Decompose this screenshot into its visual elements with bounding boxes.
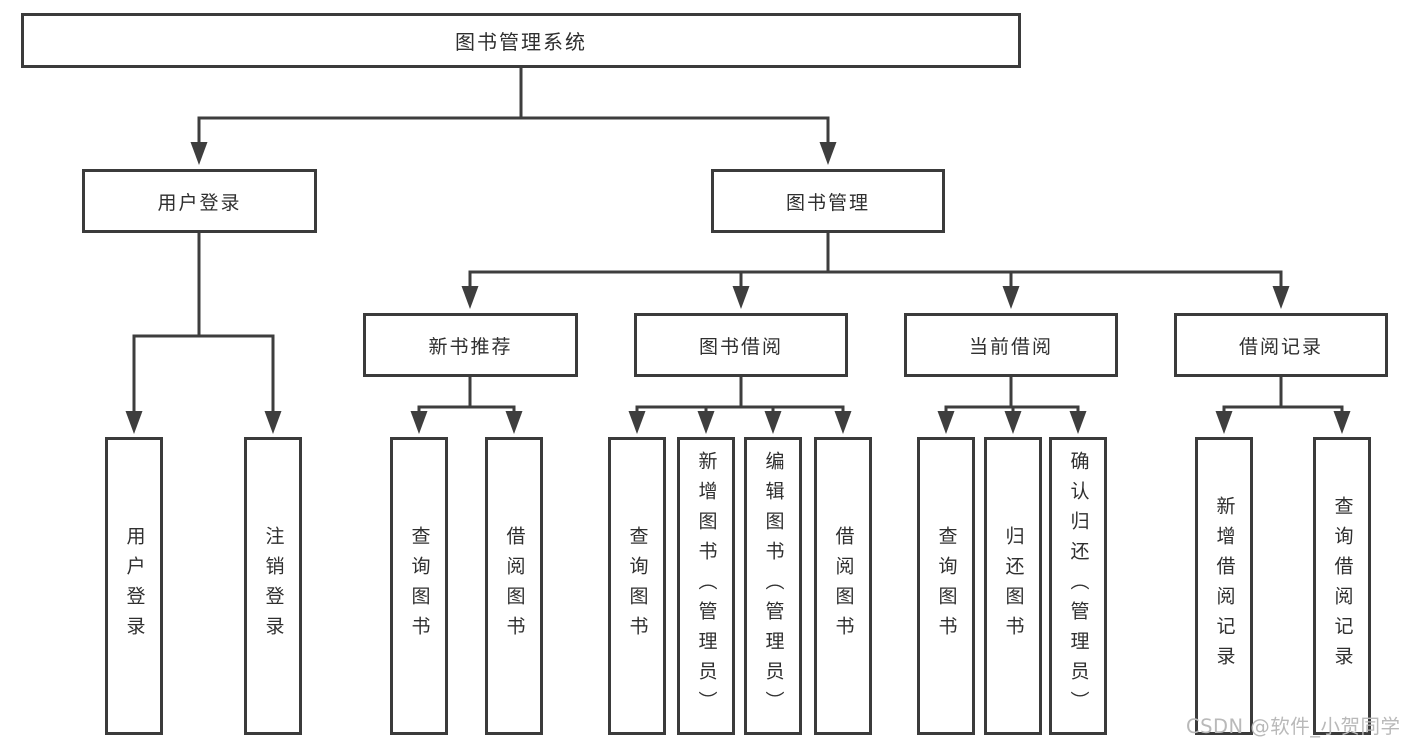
node-current-borrow: 当前借阅 bbox=[904, 313, 1118, 377]
leaf-current-query-book: 查询图书 bbox=[917, 437, 975, 735]
leaf-recommend-borrow-book: 借阅图书 bbox=[485, 437, 543, 735]
leaf-edit-book-admin: 编辑图书（管理员） bbox=[744, 437, 802, 735]
leaf-recommend-query-book: 查询图书 bbox=[390, 437, 448, 735]
leaf-logout: 注销登录 bbox=[244, 437, 302, 735]
csdn-watermark: CSDN @软件_小贺同学 bbox=[1186, 715, 1401, 738]
node-book-borrow: 图书借阅 bbox=[634, 313, 848, 377]
node-book-management: 图书管理 bbox=[711, 169, 945, 233]
leaf-confirm-return-admin: 确认归还（管理员） bbox=[1049, 437, 1107, 735]
node-new-book-recommend: 新书推荐 bbox=[363, 313, 578, 377]
leaf-query-borrow-record: 查询借阅记录 bbox=[1313, 437, 1371, 735]
node-borrow-record: 借阅记录 bbox=[1174, 313, 1388, 377]
leaf-return-book: 归还图书 bbox=[984, 437, 1042, 735]
node-library-management-system: 图书管理系统 bbox=[21, 13, 1021, 68]
leaf-borrow-book: 借阅图书 bbox=[814, 437, 872, 735]
leaf-add-borrow-record: 新增借阅记录 bbox=[1195, 437, 1253, 735]
leaf-user-login: 用户登录 bbox=[105, 437, 163, 735]
node-user-login: 用户登录 bbox=[82, 169, 317, 233]
leaf-add-book-admin: 新增图书（管理员） bbox=[677, 437, 735, 735]
leaf-borrow-query-book: 查询图书 bbox=[608, 437, 666, 735]
